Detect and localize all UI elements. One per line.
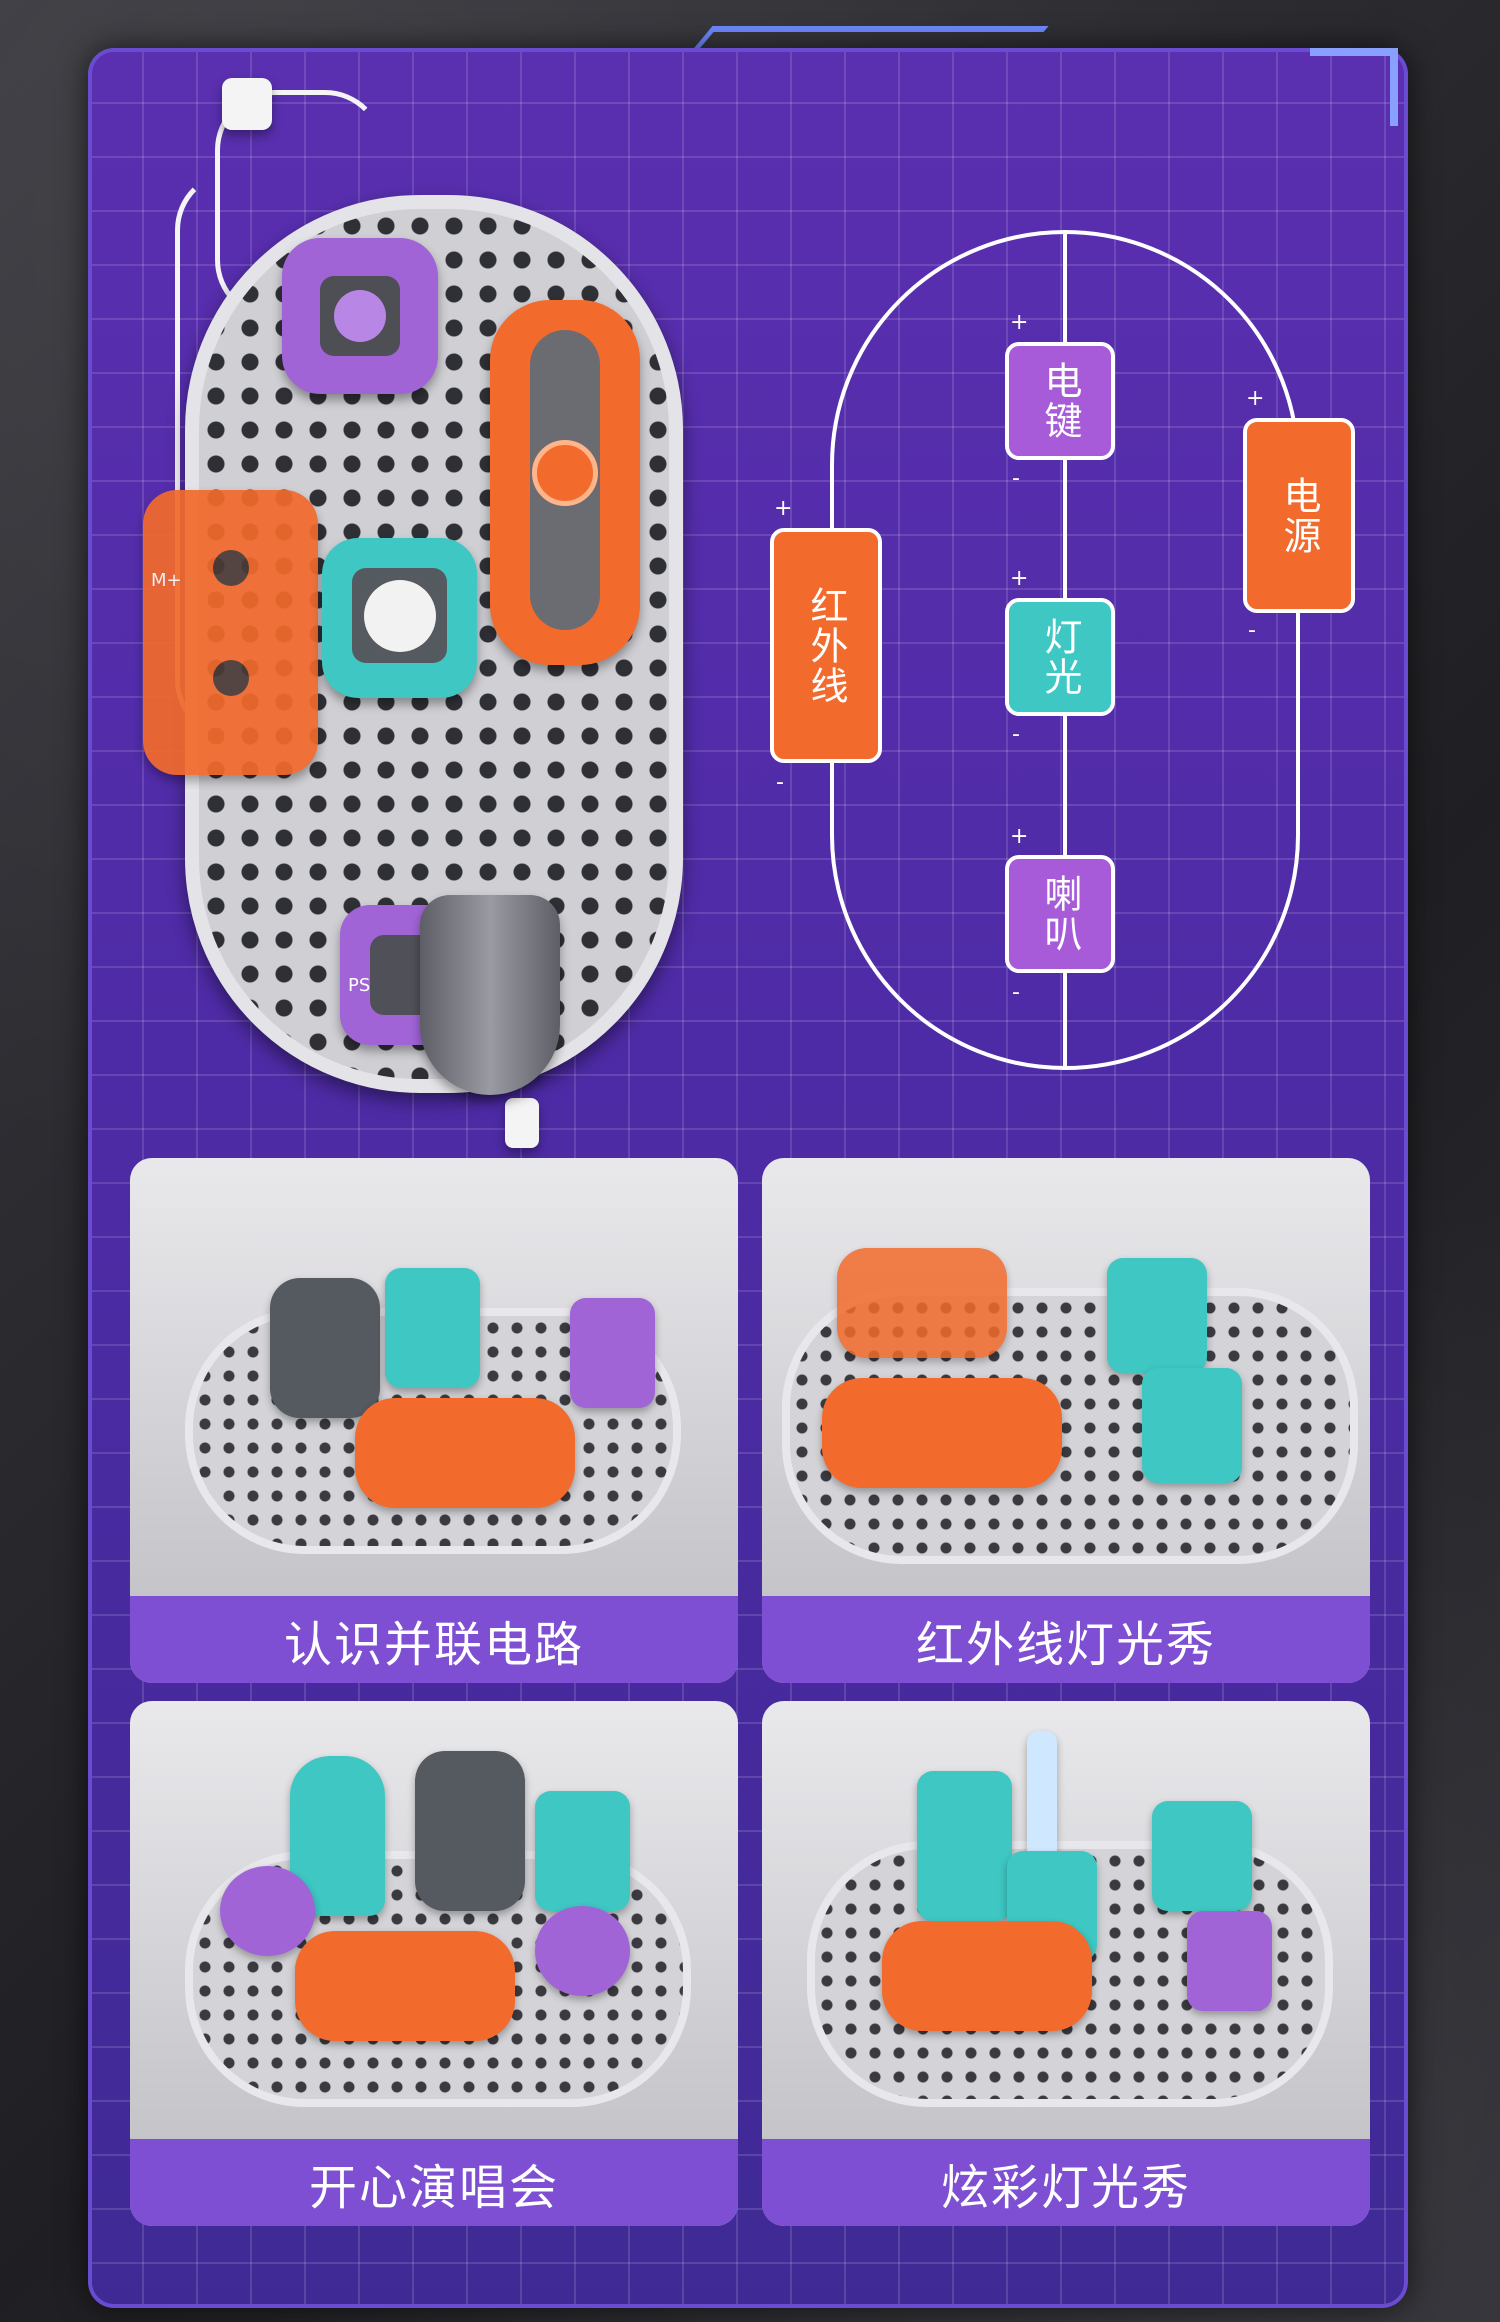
- project-photo: [130, 1701, 738, 2139]
- key-plus: +: [1010, 310, 1029, 335]
- horn-icon: [420, 895, 560, 1095]
- speaker-minus: -: [1012, 980, 1020, 1005]
- circuit-schematic: 电键 + - 灯光 + - 喇叭 + - 电源 + - 红外线 + -: [770, 230, 1355, 1070]
- m-plus-label: M+: [151, 570, 182, 591]
- project-card-2[interactable]: 红外线灯光秀: [762, 1158, 1370, 1683]
- project-card-1[interactable]: 认识并联电路: [130, 1158, 738, 1683]
- project-label: 红外线灯光秀: [762, 1596, 1370, 1683]
- usb-plug: [505, 1098, 539, 1148]
- frame-accent-corner: [1310, 48, 1398, 126]
- light-component: 灯光: [1005, 598, 1115, 716]
- light-minus: -: [1012, 722, 1020, 747]
- speaker-plus: +: [1010, 824, 1029, 849]
- power-component: 电源: [1243, 418, 1355, 613]
- project-photo: [130, 1158, 738, 1596]
- usb-plug: [222, 78, 272, 130]
- key-component: 电键: [1005, 342, 1115, 460]
- light-plus: +: [1010, 566, 1029, 591]
- light-module: [322, 538, 477, 698]
- power-plus: +: [1246, 386, 1265, 411]
- project-label: 认识并联电路: [130, 1596, 738, 1683]
- project-card-4[interactable]: 炫彩灯光秀: [762, 1701, 1370, 2226]
- project-label: 开心演唱会: [130, 2139, 738, 2226]
- project-label: 炫彩灯光秀: [762, 2139, 1370, 2226]
- ps-label: PS: [348, 975, 371, 996]
- speaker-component: 喇叭: [1005, 855, 1115, 973]
- power-minus: -: [1248, 618, 1256, 643]
- key-minus: -: [1012, 466, 1020, 491]
- infrared-module: M+: [143, 490, 318, 775]
- infrared-minus: -: [776, 770, 784, 795]
- battery-module: [490, 300, 640, 665]
- project-photo: [762, 1701, 1370, 2139]
- project-photo: [762, 1158, 1370, 1596]
- infrared-component: 红外线: [770, 528, 882, 763]
- infrared-plus: +: [774, 496, 793, 521]
- push-button-module: [282, 238, 438, 394]
- project-card-3[interactable]: 开心演唱会: [130, 1701, 738, 2226]
